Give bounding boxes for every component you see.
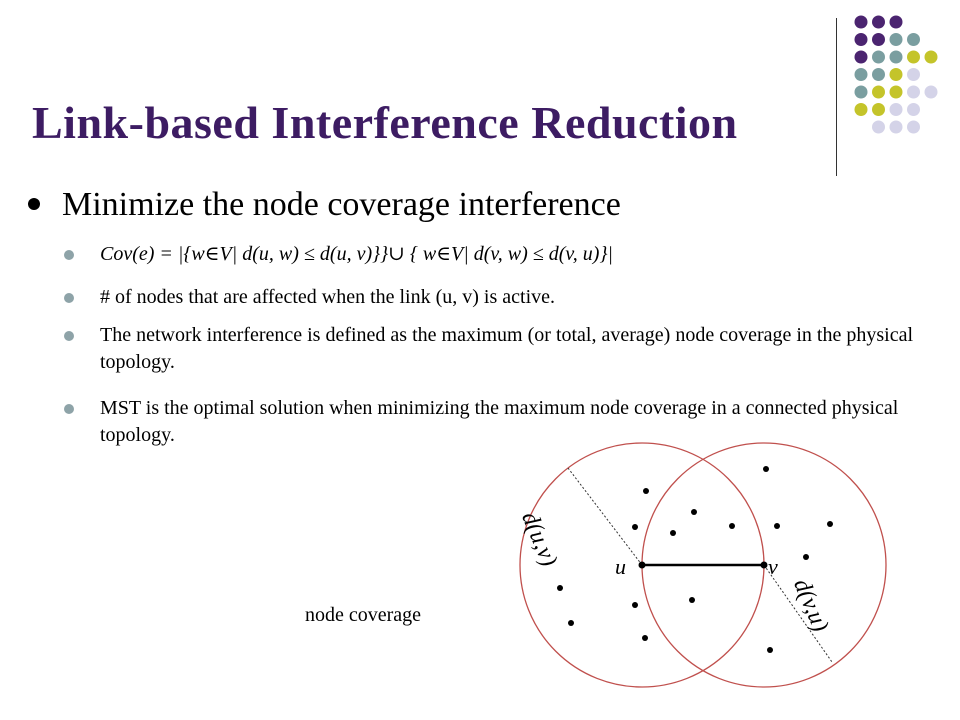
decorative-dot <box>907 120 920 134</box>
decorative-dot <box>872 50 885 64</box>
decorative-dot <box>872 103 885 116</box>
diagram-caption: node coverage <box>305 604 422 626</box>
decorative-dot <box>889 120 903 134</box>
node <box>803 554 809 560</box>
node <box>632 602 638 608</box>
sub-bullet-network-interference: The network interference is defined as t… <box>64 322 924 376</box>
decorative-dot <box>872 33 885 46</box>
sub-bullet-disc-icon <box>64 404 74 414</box>
decorative-dot <box>889 50 903 64</box>
radius-line-u <box>567 467 643 566</box>
node-v-label: v <box>768 554 778 579</box>
node <box>729 523 735 529</box>
decorative-dot <box>854 68 868 81</box>
decorative-dot <box>854 33 868 46</box>
decorative-dot <box>889 85 903 99</box>
decorative-dot <box>872 120 885 134</box>
decorative-dot <box>907 68 920 81</box>
decorative-dot <box>854 85 868 99</box>
sub-bullet-text: The network interference is defined as t… <box>100 324 913 373</box>
decorative-dot <box>907 50 920 64</box>
sub-bullet-mst: MST is the optimal solution when minimiz… <box>64 395 924 449</box>
sub-bullet-affected: # of nodes that are affected when the li… <box>64 284 924 311</box>
decorative-dot <box>889 33 903 46</box>
decorative-dot <box>872 68 885 81</box>
sub-bullet-disc-icon <box>64 250 74 260</box>
decorative-dot <box>854 103 868 116</box>
decorative-dot <box>854 50 868 64</box>
decorative-dot <box>907 103 920 116</box>
other-nodes <box>557 466 833 653</box>
node <box>827 521 833 527</box>
title-divider-line <box>836 18 837 176</box>
decorative-dot <box>889 103 903 116</box>
node <box>689 597 695 603</box>
node <box>642 635 648 641</box>
decorative-dot <box>907 33 920 46</box>
decorative-dot <box>872 15 885 29</box>
decorative-dot <box>924 50 938 64</box>
sub-bullet-formula: Cov(e) = |{w∈V| d(u, w) ≤ d(u, v)}}∪ { w… <box>64 241 924 268</box>
node <box>691 509 697 515</box>
node <box>632 524 638 530</box>
sub-bullet-disc-icon <box>64 331 74 341</box>
sub-bullet-text: MST is the optimal solution when minimiz… <box>100 397 899 446</box>
decorative-dot <box>872 85 885 99</box>
decorative-dot <box>889 15 903 29</box>
decorative-dot <box>854 15 868 29</box>
sub-bullet-disc-icon <box>64 293 74 303</box>
node <box>557 585 563 591</box>
decorative-dot-grid <box>854 15 938 134</box>
decorative-dot <box>924 85 938 99</box>
decorative-dot <box>907 85 920 99</box>
main-bullet-text: Minimize the node coverage interference <box>62 186 621 223</box>
sub-bullet-text: # of nodes that are affected when the li… <box>100 286 556 308</box>
decorative-dot <box>889 68 903 81</box>
node <box>568 620 574 626</box>
node <box>767 647 773 653</box>
node-u <box>638 561 646 569</box>
main-bullet: Minimize the node coverage interference <box>28 186 621 224</box>
sub-bullet-text: Cov(e) = |{w∈V| d(u, w) ≤ d(u, v)}}∪ { w… <box>100 243 613 265</box>
node <box>670 530 676 536</box>
node-v <box>760 561 768 569</box>
node-u-label: u <box>615 554 626 579</box>
node <box>763 466 769 472</box>
node <box>774 523 780 529</box>
slide-title: Link-based Interference Reduction <box>32 97 738 148</box>
bullet-disc-icon <box>28 198 40 211</box>
node <box>643 488 649 494</box>
